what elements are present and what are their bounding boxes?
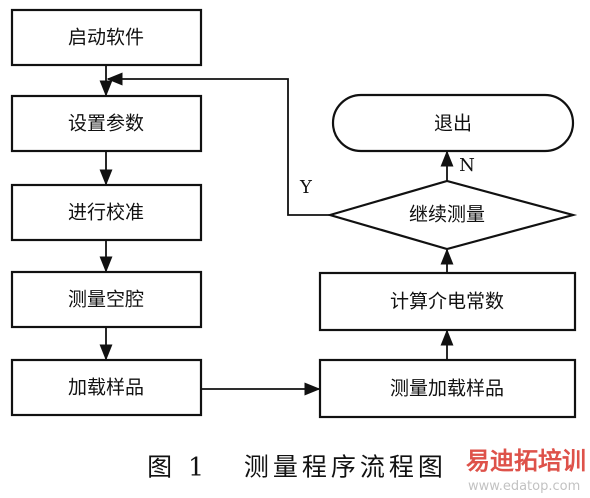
node-load-sample: 加载样品	[10, 358, 203, 417]
node-set-params: 设置参数	[10, 94, 203, 153]
watermark: 易迪拓培训 www.edatop.com	[466, 447, 586, 494]
node-compute-label: 计算介电常数	[390, 291, 504, 313]
watermark-brand: 易迪拓培训	[466, 447, 586, 475]
node-calibrate: 进行校准	[10, 183, 203, 242]
node-exit: 退出	[331, 93, 575, 153]
edge-label-yes: Y	[299, 177, 313, 198]
node-measure-empty-label: 测量空腔	[68, 289, 144, 311]
node-calibrate-label: 进行校准	[68, 202, 144, 224]
node-compute: 计算介电常数	[318, 271, 577, 332]
node-set-params-label: 设置参数	[68, 113, 144, 135]
node-continue-label: 继续测量	[409, 204, 485, 226]
watermark-url: www.edatop.com	[468, 479, 580, 494]
figure-caption: 图 1 测量程序流程图	[147, 453, 447, 482]
edge-continue-loop-back	[106, 72, 330, 216]
edge-label-no: N	[459, 155, 475, 176]
node-continue-decision: 继续测量	[326, 179, 578, 251]
node-measure-empty: 测量空腔	[10, 270, 203, 329]
node-exit-label: 退出	[434, 113, 472, 135]
node-measure-loaded: 测量加载样品	[318, 358, 577, 419]
node-load-sample-label: 加载样品	[68, 377, 144, 399]
node-start-label: 启动软件	[68, 27, 144, 49]
node-measure-loaded-label: 测量加载样品	[390, 378, 504, 400]
node-start: 启动软件	[10, 8, 203, 67]
